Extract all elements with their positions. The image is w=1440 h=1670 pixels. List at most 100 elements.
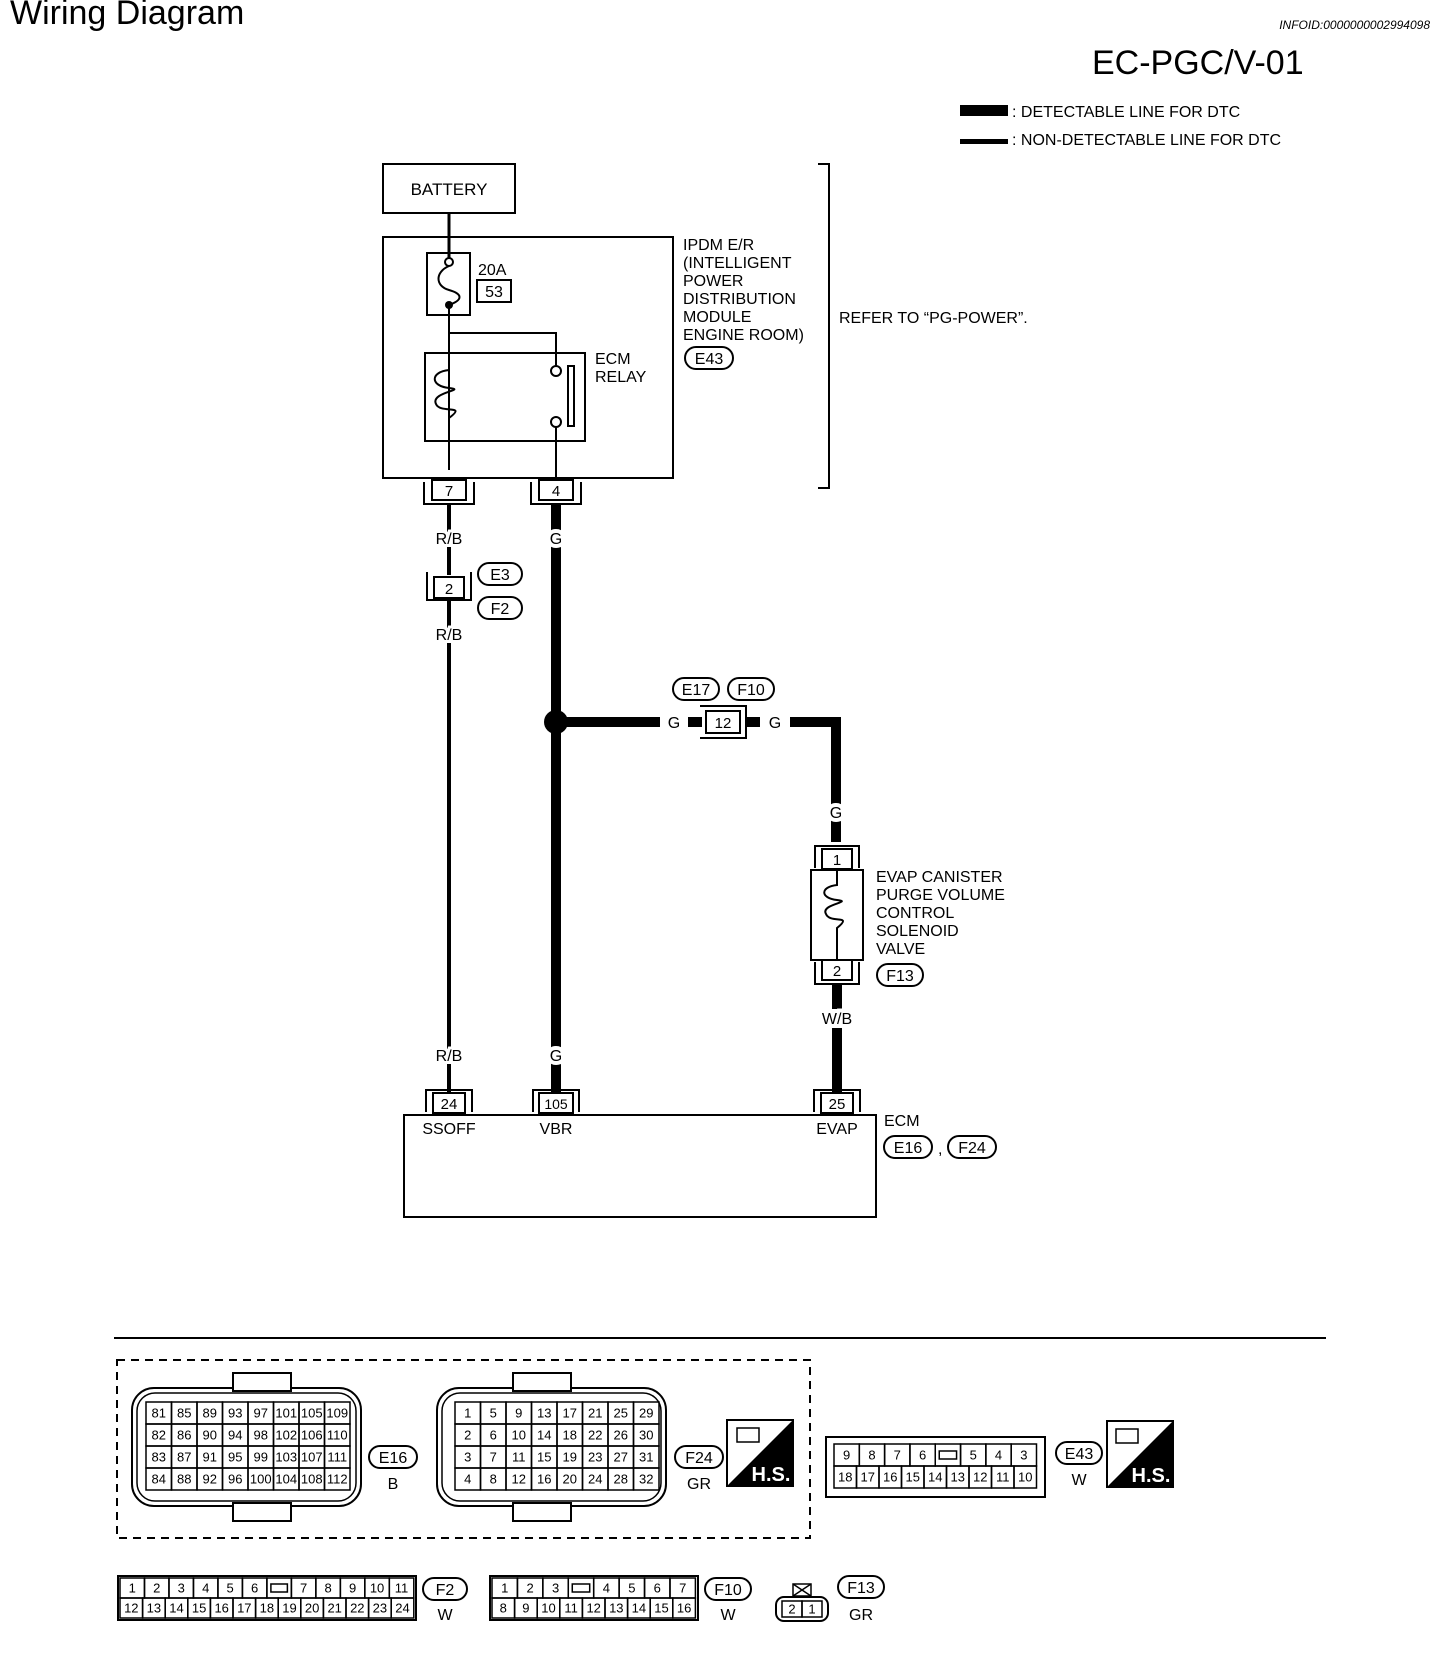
- grid-f13-terminal-cell: [801, 1600, 823, 1618]
- grid-f24-terminal-label: 8: [490, 1472, 497, 1487]
- grid-f10-terminal-label: 3: [552, 1581, 559, 1596]
- relay-switch-terminal-bottom: [550, 416, 562, 428]
- info-id: INFOID:0000000002994098: [1279, 18, 1430, 32]
- grid-e16-terminal-label: 112: [327, 1472, 348, 1487]
- grid-e16-terminal-label: 106: [301, 1428, 323, 1443]
- grid-f10-terminal-label: 10: [541, 1601, 555, 1616]
- grid-e16-terminal-label: 85: [177, 1406, 191, 1421]
- e43-view-color: W: [1071, 1472, 1087, 1489]
- grid-f24-terminal-label: 12: [512, 1472, 526, 1487]
- legend: : DETECTABLE LINE FOR DTC : NON-DETECTAB…: [960, 104, 1281, 149]
- grid-f24-terminal-label: 15: [537, 1450, 551, 1465]
- ecm-terminal-105-label: VBR: [540, 1121, 573, 1138]
- f10-view-color: W: [720, 1607, 736, 1624]
- grid-e16-terminal-label: 92: [203, 1472, 217, 1487]
- grid-f24-terminal-label: 9: [515, 1406, 522, 1421]
- grid-f10-terminal-cell: [672, 1597, 697, 1619]
- grid-f10-terminal-label: 6: [654, 1581, 661, 1596]
- grid-f24-terminal-label: 19: [563, 1450, 577, 1465]
- branch-connector-box: [705, 710, 741, 734]
- ecm-terminal-24-number: 24: [441, 1096, 458, 1113]
- hs-badge-2: H.S.: [1106, 1420, 1174, 1488]
- grid-f24-terminal-label: 32: [639, 1472, 653, 1487]
- grid-e16-terminal-label: 84: [152, 1472, 166, 1487]
- grid-e43-terminal-label: 7: [894, 1448, 901, 1463]
- grid-e16-terminal-label: 98: [254, 1428, 268, 1443]
- ecm-terminal-25-box: [820, 1092, 854, 1114]
- grid-e16-terminal-label: 108: [301, 1472, 323, 1487]
- ipdm-name-line6: ENGINE ROOM): [683, 327, 804, 344]
- grid-e16-terminal-label: 100: [250, 1472, 272, 1487]
- grid-f24-terminal-label: 7: [490, 1450, 497, 1465]
- ecm-terminal-24: 24 SSOFF: [422, 1089, 476, 1138]
- solenoid-top-housing: [814, 845, 860, 868]
- ipdm-connector-badge: [684, 346, 734, 370]
- e43-view-id: E43: [1065, 1446, 1094, 1463]
- ecm-terminal-25-housing: [813, 1089, 861, 1112]
- solenoid-name-line1: EVAP CANISTER: [876, 869, 1003, 886]
- grid-e43-terminal-label: 4: [995, 1448, 1002, 1463]
- grid-e16-terminal-label: 103: [275, 1450, 297, 1465]
- grid-e16-terminal-label: 94: [228, 1428, 242, 1443]
- grid-e43-terminal-label: 11: [996, 1470, 1010, 1485]
- grid-f24-terminal-label: 26: [614, 1428, 628, 1443]
- grid-f24-terminal-label: 10: [512, 1428, 526, 1443]
- solenoid-top-terminal: 1: [833, 852, 841, 869]
- grid-f2-terminal-label: 13: [147, 1601, 161, 1616]
- grid-f24-terminal-label: 5: [490, 1406, 497, 1421]
- grid-f24-terminal-label: 29: [639, 1406, 653, 1421]
- grid-f2-terminal-label: 14: [169, 1601, 183, 1616]
- grid-f24-terminal-label: 21: [588, 1406, 602, 1421]
- ecm-terminal-24-housing: [425, 1089, 473, 1112]
- grid-e16-terminal-label: 101: [275, 1406, 297, 1421]
- grid-e16-terminal-label: 89: [203, 1406, 217, 1421]
- f24-view-color: GR: [687, 1476, 711, 1493]
- fuse-icon: [437, 265, 461, 306]
- ecm-terminal-105-number: 105: [544, 1096, 568, 1112]
- f13-latch-x2: [792, 1583, 812, 1597]
- grid-f2-terminal-label: 5: [227, 1581, 234, 1596]
- f13-id: F13: [886, 968, 914, 985]
- ecm-terminal-105: 105 VBR: [532, 1089, 580, 1138]
- grid-f24-terminal-label: 31: [639, 1450, 653, 1465]
- f13-view-color: GR: [849, 1607, 873, 1624]
- grid-f2-terminal-label: 6: [251, 1581, 258, 1596]
- refer-bracket-line: [818, 163, 830, 489]
- f2-badge-view: [422, 1577, 468, 1601]
- relay-label-line1: ECM: [595, 351, 631, 368]
- rb-wire-label-2: R/B: [436, 627, 463, 644]
- f10-badge-view: [704, 1577, 752, 1601]
- grid-f2-terminal-label: 24: [395, 1601, 409, 1616]
- f24-housing-inner: [441, 1392, 662, 1502]
- legend-non-detectable-swatch: [960, 139, 1008, 144]
- terminal-7-box: [431, 479, 467, 501]
- grid-e43-terminal-label: 15: [906, 1470, 920, 1485]
- grid-f2-terminal-cell: [390, 1597, 415, 1619]
- grid-f24-terminal-label: 17: [563, 1406, 577, 1421]
- grid-e16-terminal-label: 95: [228, 1450, 242, 1465]
- grid-f24-terminal-label: 11: [512, 1450, 526, 1465]
- grid-f10-terminal-label: 11: [564, 1601, 578, 1616]
- f10-id: F10: [737, 682, 765, 699]
- ipdm-er: 20A 53 ECM RELAY IPDM E/R (INTELLIGENT P…: [382, 236, 804, 479]
- grid-f2-terminal-label: 21: [327, 1601, 341, 1616]
- grid-f2-terminal-label: 22: [350, 1601, 364, 1616]
- grid-e43-terminal-label: 6: [919, 1448, 926, 1463]
- g-wire-label-2: G: [550, 1048, 562, 1065]
- grid-f10-terminal-label: 8: [500, 1601, 507, 1616]
- f24-badge-view: [674, 1445, 724, 1469]
- f13-badge: [876, 963, 924, 987]
- grid-f24-terminal-label: 30: [639, 1428, 653, 1443]
- page-title: Wiring Diagram: [10, 0, 245, 32]
- relay-contact-bar: [567, 365, 575, 427]
- grid-e43-terminal-label: 5: [970, 1448, 977, 1463]
- grid-e16-terminal-label: 82: [152, 1428, 166, 1443]
